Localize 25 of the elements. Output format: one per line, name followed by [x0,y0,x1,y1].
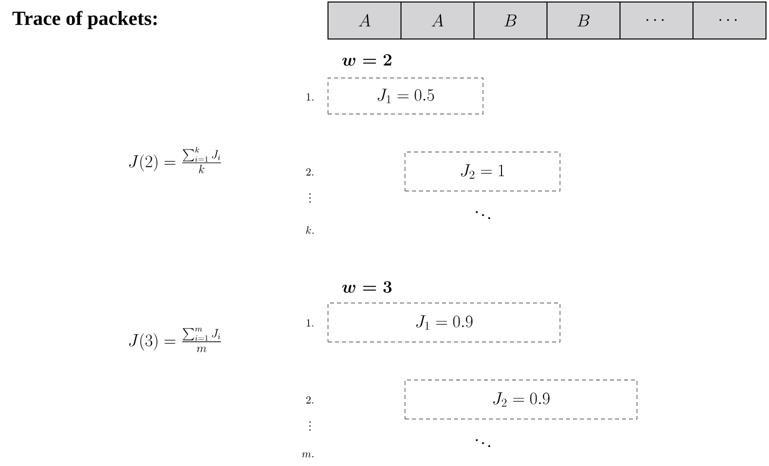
list-number: $2.$ [306,396,314,404]
packet-cell: $A$ [328,2,402,40]
diagonal-dots: $\ddots$ [476,439,490,448]
formula: $J(2) = \frac{\sum_{i=1}^{k} J_i}{k}$ [129,146,221,174]
vertical-dots: $\vdots$ [309,193,311,203]
packet-cell: $B$ [474,2,548,40]
dashed-box: $J_1 = 0.5$ [328,78,484,114]
heading: Trace of packets: [12,10,157,30]
dashed-box: $J_2 = 0.9$ [404,380,638,420]
dashed-box: $J_2 = 1$ [404,152,560,192]
list-number: $1.$ [306,93,314,101]
formula: $J(3) = \frac{\sum_{i=1}^{m} J_i}{m}$ [129,328,221,352]
list-number: $m.$ [302,452,314,458]
diagonal-dots: $\ddots$ [476,211,490,220]
list-number: $k.$ [306,226,314,234]
vertical-dots: $\vdots$ [309,421,311,431]
list-number: $1.$ [306,319,314,327]
packet-cell: $\cdots$ [620,2,694,40]
bold-formula: $\boldsymbol{w=2}$ [342,54,392,66]
packet-cell: $A$ [400,2,474,40]
packet-cell: $\cdots$ [692,2,766,40]
bold-formula: $\boldsymbol{w=3}$ [342,281,392,293]
packet-cell: $B$ [546,2,620,40]
dashed-box: $J_1 = 0.9$ [328,302,560,342]
list-number: $2.$ [306,168,314,176]
